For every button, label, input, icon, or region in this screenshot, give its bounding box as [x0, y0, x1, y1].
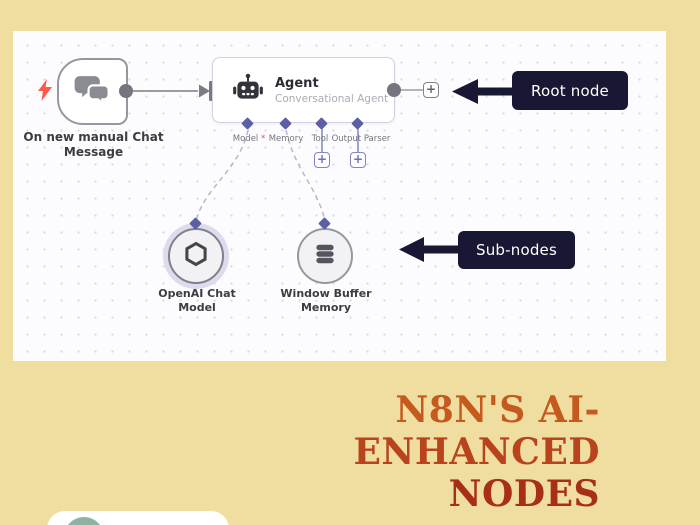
model-connector-label: Model *: [232, 134, 266, 144]
connection-wires: [133, 81, 423, 222]
plus-icon: +: [425, 82, 437, 96]
root-node-callout: Root node: [512, 71, 628, 110]
openai-icon: [182, 240, 210, 272]
page-title: N8N'S AI- ENHANCED NODES: [353, 389, 600, 515]
sub-nodes-callout-label: Sub-nodes: [475, 241, 557, 259]
sub-nodes-arrow-left-icon: [399, 237, 459, 262]
memory-connector-label: Memory: [268, 134, 304, 144]
bottom-badge: [47, 511, 229, 525]
openai-chat-model-node[interactable]: [168, 228, 224, 284]
tool-connector-label: Tool: [311, 134, 329, 144]
window-buffer-memory-node[interactable]: [297, 228, 353, 284]
trigger-node-label: On new manual Chat Message: [23, 130, 164, 159]
page-title-line2: ENHANCED: [353, 431, 600, 473]
lightning-trigger-icon: [38, 79, 53, 105]
badge-avatar: [64, 517, 104, 525]
plus-icon: +: [352, 152, 364, 166]
plus-icon: +: [316, 152, 328, 166]
sub-nodes-callout: Sub-nodes: [458, 231, 575, 269]
root-node-arrow-left-icon: [452, 79, 514, 104]
output-parser-connector-label: Output Parser: [331, 134, 391, 144]
database-icon: [312, 241, 338, 271]
required-marker: *: [260, 134, 266, 144]
add-tool-button[interactable]: +: [314, 152, 330, 168]
root-node-callout-label: Root node: [531, 81, 609, 100]
chat-bubbles-icon: [74, 73, 112, 111]
page-title-line1: N8N'S AI-: [395, 389, 600, 431]
memory-node-label: Window Buffer Memory: [280, 287, 372, 314]
trigger-output-port[interactable]: [119, 84, 133, 98]
add-next-node-button[interactable]: +: [423, 82, 439, 98]
openai-node-label: OpenAI Chat Model: [158, 287, 236, 314]
agent-node[interactable]: Agent Conversational Agent: [212, 57, 395, 123]
add-output-parser-button[interactable]: +: [350, 152, 366, 168]
agent-node-text: Agent Conversational Agent: [275, 76, 388, 105]
agent-node-title: Agent: [275, 75, 319, 91]
robot-icon: [231, 73, 265, 107]
agent-node-subtitle: Conversational Agent: [275, 92, 389, 105]
chat-trigger-node[interactable]: [57, 58, 128, 125]
agent-output-port[interactable]: [387, 83, 401, 97]
page-title-line3: NODES: [448, 473, 600, 515]
